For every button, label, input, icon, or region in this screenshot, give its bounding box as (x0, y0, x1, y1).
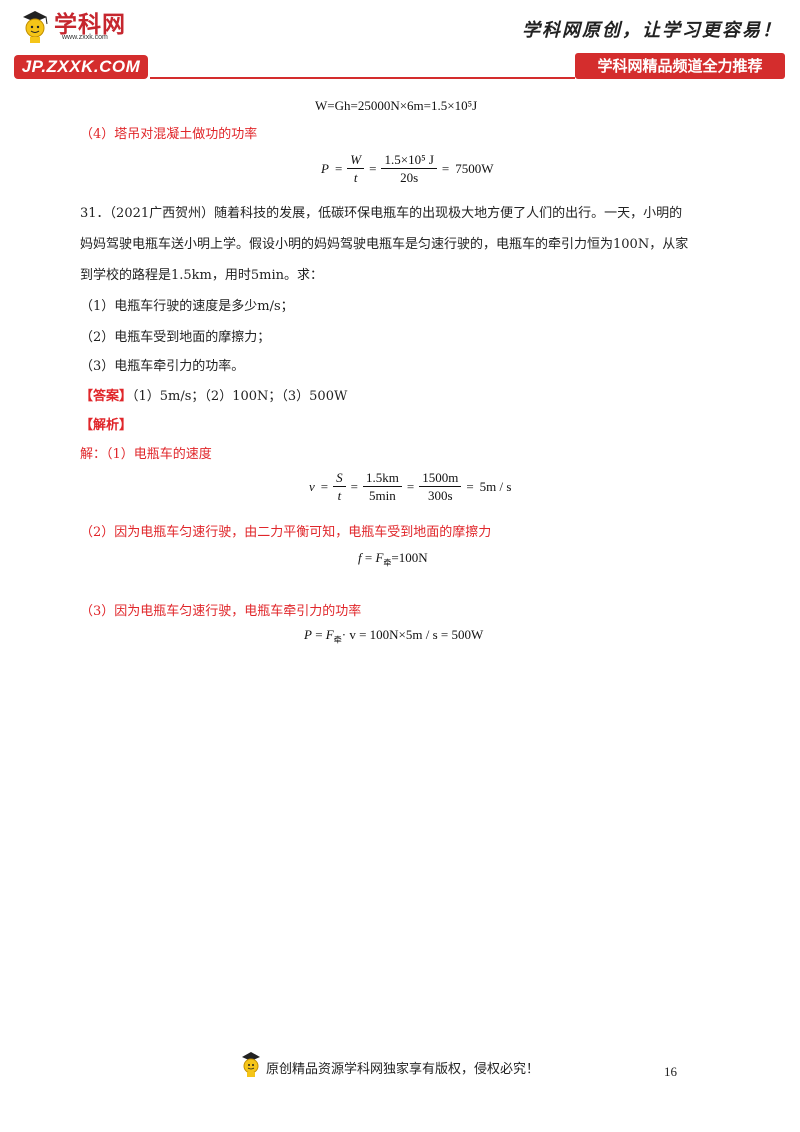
q4-heading: （4）塔吊对混凝土做功的功率 (80, 127, 258, 142)
solution-3-heading: （3）因为电瓶车匀速行驶，电瓶车牵引力的功率 (80, 604, 362, 619)
problem-line-2: 妈妈驾驶电瓶车送小明上学。假设小明的妈妈驾驶电瓶车是匀速行驶的，电瓶车的牵引力恒… (80, 237, 689, 252)
problem-line-3: 到学校的路程是1.5km，用时5min。求： (80, 268, 324, 283)
header-divider (150, 77, 575, 79)
answer-line: 【答案】（1）5m/s；（2）100N；（3）500W (80, 388, 347, 406)
site-badge: JP.ZXXK.COM (14, 55, 148, 79)
question-2: （2）电瓶车受到地面的摩擦力； (80, 330, 271, 345)
slogan: 学科网原创，让学习更容易！ (522, 20, 782, 41)
channel-badge: 学科网精品频道全力推荐 (575, 53, 785, 79)
problem-line-1: 31．（2021广西贺州）随着科技的发展，低碳环保电瓶车的出现极大地方便了人们的… (80, 206, 683, 221)
answer-text: （1）5m/s；（2）100N；（3）500W (132, 389, 348, 404)
copyright-notice: 原创精品资源学科网独家享有版权，侵权必究！ (266, 1062, 540, 1077)
solution-2-heading: （2）因为电瓶车匀速行驶，由二力平衡可知，电瓶车受到地面的摩擦力 (80, 525, 492, 540)
analysis-label: 【解析】 (80, 418, 133, 433)
question-3: （3）电瓶车牵引力的功率。 (80, 359, 245, 374)
page-number: 16 (664, 1064, 677, 1079)
question-1: （1）电瓶车行驶的速度是多少m/s； (80, 299, 294, 314)
answer-label: 【答案】 (80, 389, 133, 404)
power-2-formula: P = F牵· v = 100N×5m / s = 500W (304, 627, 484, 645)
friction-formula: f = F牵=100N (358, 550, 428, 568)
logo-mascot-icon (20, 8, 50, 44)
logo-text: 学科网 (54, 12, 126, 38)
logo-url: www.zxxk.com (62, 34, 108, 41)
solution-1-heading: 解：（1）电瓶车的速度 (80, 447, 212, 462)
footer-mascot-icon (240, 1050, 262, 1078)
work-formula: W=Gh=25000N×6m=1.5×10⁵J (315, 98, 478, 113)
